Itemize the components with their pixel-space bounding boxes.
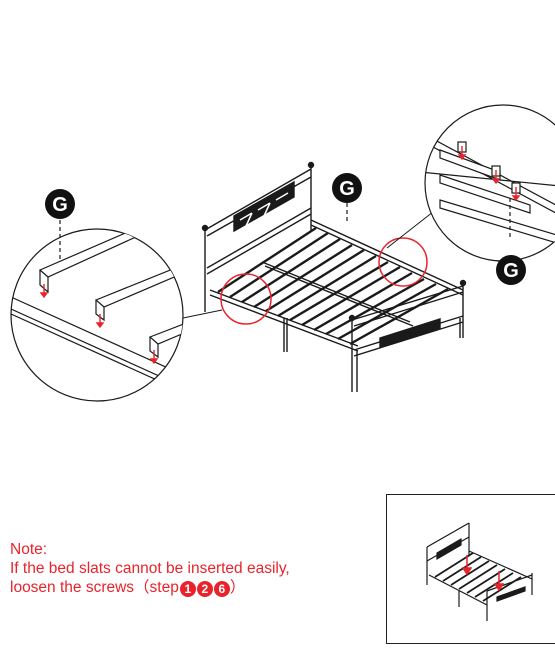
leader-line-left [182,309,223,319]
assembly-note: Note: If the bed slats cannot be inserte… [10,540,390,597]
assembly-diagram: G G G [10,104,555,402]
callout-g-right-label: G [503,260,519,282]
note-line-2-text: loosen the screws（step [10,579,179,596]
step-badge-6: 6 [213,581,230,597]
step-badge-1: 1 [179,581,196,597]
footboard [348,279,467,392]
note-line-1: If the bed slats cannot be inserted easi… [10,560,290,577]
headboard [201,161,315,312]
highlight-circle-left [220,273,272,325]
bed-frame-illustration [201,161,467,392]
note-line-2-suffix: ） [229,579,246,596]
detail-zoom-left [10,220,184,402]
right-side-rail [310,219,464,291]
step-badge-2: 2 [196,581,213,597]
note-heading: Note: [10,541,48,558]
thumbnail-panel [386,494,555,644]
highlight-circle-right [378,237,428,287]
callout-g-left-label: G [52,194,68,216]
leader-line-right [386,207,439,249]
thumbnail-bed-illustration [426,522,533,621]
callout-g-right: G [496,255,526,285]
bed-slats [217,226,449,346]
callout-g-center: G [332,173,362,222]
callout-g-center-label: G [339,178,355,200]
callout-g-left: G [45,189,75,219]
detail-zoom-right [424,104,555,262]
